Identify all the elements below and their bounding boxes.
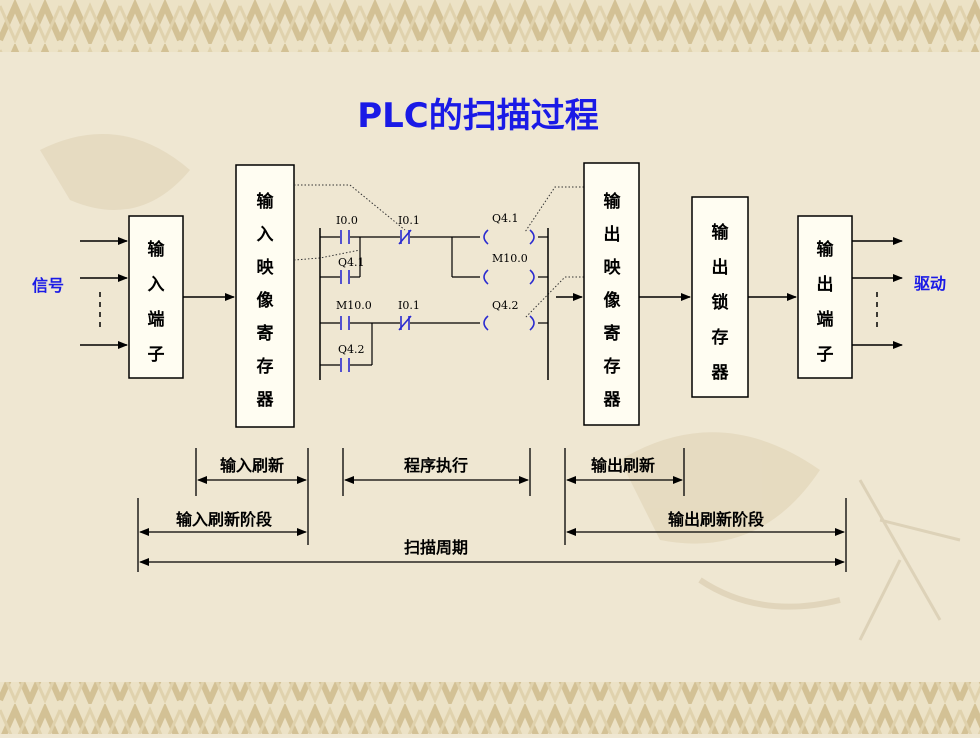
input-terminal-char: 输 — [148, 239, 166, 260]
input-image-register-block — [235, 164, 295, 428]
phase-input-refresh: 输入刷新 — [220, 456, 284, 475]
input-image-char: 像 — [257, 291, 275, 311]
scan-cycle-label: 扫描周期 — [404, 538, 468, 557]
output-image-char: 映 — [604, 257, 622, 278]
output-terminal-char: 端 — [817, 309, 834, 330]
output-image-register-block — [583, 162, 640, 426]
coil-label-m100: M10.0 — [492, 252, 528, 265]
page-title: PLC的扫描过程 — [357, 96, 599, 136]
input-image-char: 入 — [257, 225, 274, 245]
input-image-char: 存 — [257, 356, 274, 377]
input-image-char: 器 — [256, 390, 275, 410]
drive-label: 驱动 — [914, 274, 946, 293]
output-image-char: 出 — [604, 224, 621, 245]
output-latch-char: 锁 — [712, 292, 729, 313]
phase-output-refresh: 输出刷新 — [591, 456, 655, 475]
output-latch-char: 输 — [712, 222, 730, 243]
phase-program-exec: 程序执行 — [404, 456, 468, 475]
input-terminal-char: 入 — [148, 275, 165, 295]
output-image-char: 器 — [603, 390, 622, 410]
phase-timeline — [137, 448, 847, 572]
output-image-char: 寄 — [604, 323, 621, 344]
contact-label-q42: Q4.2 — [338, 343, 365, 356]
input-terminal-char: 端 — [148, 309, 165, 330]
stage-output-refresh: 输出刷新阶段 — [668, 510, 765, 529]
contact-label-i01-rung2: I0.1 — [398, 299, 420, 312]
output-terminal-char: 子 — [817, 345, 834, 365]
background-decoration — [40, 134, 961, 641]
signal-label: 信号 — [32, 276, 64, 295]
bottom-border-pattern — [0, 682, 980, 734]
output-latch-char: 存 — [712, 327, 729, 348]
output-image-char: 输 — [604, 191, 622, 212]
coil-label-q41: Q4.1 — [492, 212, 519, 225]
stage-input-refresh: 输入刷新阶段 — [176, 510, 273, 529]
output-latch-char: 出 — [712, 257, 729, 278]
output-drive-arrows — [852, 237, 903, 349]
output-terminal-char: 出 — [817, 274, 834, 295]
top-border-pattern — [0, 0, 980, 52]
input-terminal-char: 子 — [148, 345, 165, 365]
output-image-char: 像 — [604, 291, 622, 311]
contact-label-m100: M10.0 — [336, 299, 372, 312]
input-image-char: 输 — [257, 191, 275, 212]
input-signal-arrows — [80, 237, 128, 349]
output-terminal-block — [797, 215, 853, 379]
input-image-char: 映 — [257, 257, 275, 278]
contact-label-i01: I0.1 — [398, 214, 420, 227]
coil-label-q42: Q4.2 — [492, 299, 519, 312]
output-image-char: 存 — [604, 356, 621, 377]
leader-lines — [293, 184, 584, 319]
contact-label-i00: I0.0 — [336, 214, 358, 227]
output-latch-char: 器 — [711, 363, 730, 383]
input-image-char: 寄 — [257, 323, 274, 344]
input-terminal-block — [128, 215, 184, 379]
contact-label-q41: Q4.1 — [338, 256, 365, 269]
output-terminal-char: 输 — [817, 239, 835, 260]
ladder-diagram: I0.0 I0.1 Q4.1 Q4.1 M10.0 M10.0 I0.1 Q4.… — [293, 184, 584, 380]
output-latch-block — [691, 196, 749, 398]
